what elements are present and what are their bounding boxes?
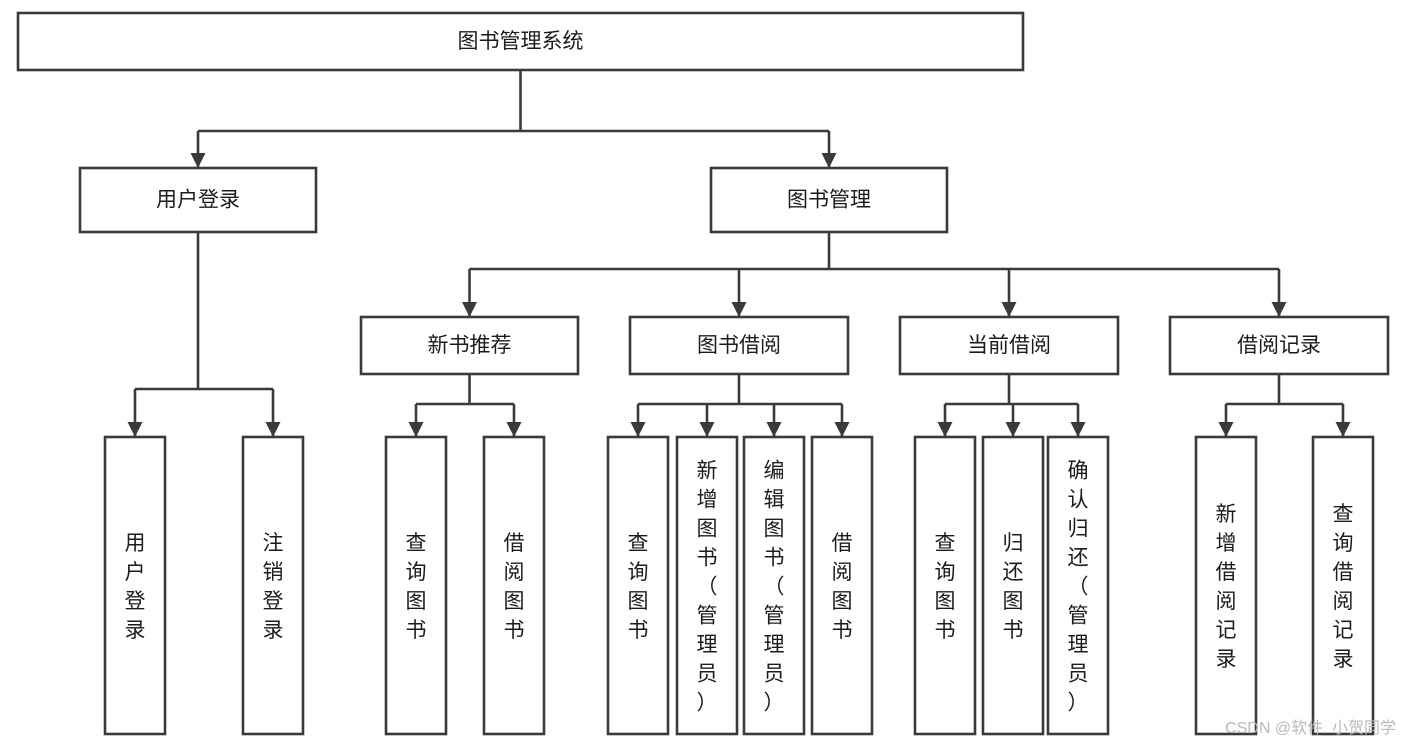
node-label: 借阅图书 [504,532,525,642]
arrow-head-icon [834,422,850,437]
node-box [241,435,305,736]
node-user-login[interactable]: 用户登录 [78,166,318,234]
node-add-book-admin[interactable]: 新增图书（管理员） [675,435,739,736]
node-user-login-leaf[interactable]: 用户登录 [103,435,167,736]
node-borrow-book-1[interactable]: 借阅图书 [482,435,546,736]
csdn-watermark: CSDN @软件_小贺同学 [1225,719,1396,737]
arrow-head-icon [1001,302,1017,317]
node-box [981,435,1045,736]
node-label: 借阅图书 [832,532,853,642]
node-label: 确认归还（管理员） [1068,460,1089,715]
node-label: 用户登录 [156,189,240,212]
node-label: 查询图书 [628,532,649,642]
node-label: 用户登录 [125,532,146,642]
node-layer: 图书管理系统用户登录图书管理用户登录注销登录新书推荐查询图书借阅图书图书借阅查询… [16,11,1390,736]
arrow-head-icon [766,422,782,437]
arrow-head-icon [731,302,747,317]
node-label: 图书借阅 [697,334,781,357]
node-label: 借阅记录 [1237,334,1321,357]
node-user-logout-leaf[interactable]: 注销登录 [241,435,305,736]
node-box [482,435,546,736]
arrow-head-icon [1218,422,1234,437]
node-box [384,435,448,736]
node-label: 图书管理 [787,189,871,212]
node-box [1046,435,1110,736]
node-label: 查询图书 [935,532,956,642]
node-box [913,435,977,736]
arrow-head-icon [699,422,715,437]
node-root[interactable]: 图书管理系统 [16,11,1025,72]
node-edit-book-admin[interactable]: 编辑图书（管理员） [742,435,806,736]
arrow-head-icon [408,422,424,437]
node-book-management[interactable]: 图书管理 [709,166,949,234]
node-box [1194,435,1258,736]
arrow-head-icon [506,422,522,437]
node-box [675,435,739,736]
arrow-head-icon [1335,422,1351,437]
node-query-book-1[interactable]: 查询图书 [384,435,448,736]
node-confirm-return-admin[interactable]: 确认归还（管理员） [1046,435,1110,736]
node-label: 图书管理系统 [458,30,584,53]
arrow-head-icon [937,422,953,437]
node-return-book[interactable]: 归还图书 [981,435,1045,736]
node-box [1168,315,1390,376]
node-book-borrow[interactable]: 图书借阅 [628,315,850,376]
node-box [1311,435,1375,736]
arrow-head-icon [1271,302,1287,317]
arrow-head-icon [1070,422,1086,437]
node-box [16,11,1025,72]
arrow-head-icon [630,422,646,437]
connector-layer [127,70,1351,437]
node-query-book-3[interactable]: 查询图书 [913,435,977,736]
node-label: 当前借阅 [967,334,1051,357]
node-box [742,435,806,736]
node-current-borrow[interactable]: 当前借阅 [898,315,1120,376]
arrow-head-icon [821,153,837,168]
node-label: 归还图书 [1003,532,1024,642]
arrow-head-icon [462,302,477,317]
arrow-head-icon [1005,422,1021,437]
node-label: 注销登录 [263,532,284,642]
node-label: 新增图书（管理员） [697,460,718,715]
node-box [359,315,580,376]
node-label: 查询借阅记录 [1333,503,1354,671]
node-box [78,166,318,234]
node-query-book-2[interactable]: 查询图书 [606,435,670,736]
node-box [898,315,1120,376]
node-label: 新书推荐 [428,334,512,357]
node-borrow-records[interactable]: 借阅记录 [1168,315,1390,376]
node-box [628,315,850,376]
arrow-head-icon [127,422,143,437]
node-box [103,435,167,736]
arrow-head-icon [190,153,206,168]
node-box [709,166,949,234]
node-label: 编辑图书（管理员） [764,460,785,715]
arrow-head-icon [265,422,281,437]
node-label: 查询图书 [406,532,427,642]
node-add-borrow-record[interactable]: 新增借阅记录 [1194,435,1258,736]
node-box [810,435,874,736]
node-query-borrow-record[interactable]: 查询借阅记录 [1311,435,1375,736]
node-label: 新增借阅记录 [1216,503,1237,671]
node-new-book-recommend[interactable]: 新书推荐 [359,315,580,376]
node-borrow-book-2[interactable]: 借阅图书 [810,435,874,736]
node-box [606,435,670,736]
